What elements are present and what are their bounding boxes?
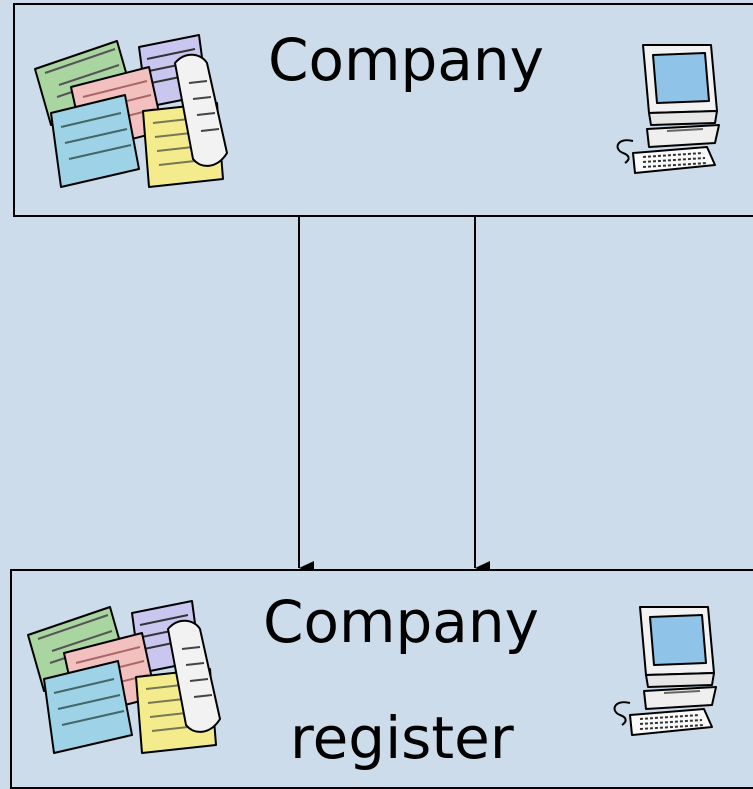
company-register-title: Company: [263, 588, 539, 656]
desktop-computer-icon: [616, 44, 720, 174]
company-register-box: Company register: [10, 569, 753, 789]
company-box-title: Company: [268, 26, 544, 94]
paper-documents-icon: [34, 34, 228, 188]
paper-documents-icon: [27, 600, 221, 754]
desktop-computer-icon: [613, 606, 717, 736]
company-register-subtitle: register: [290, 704, 514, 772]
company-box: Company: [13, 3, 753, 217]
